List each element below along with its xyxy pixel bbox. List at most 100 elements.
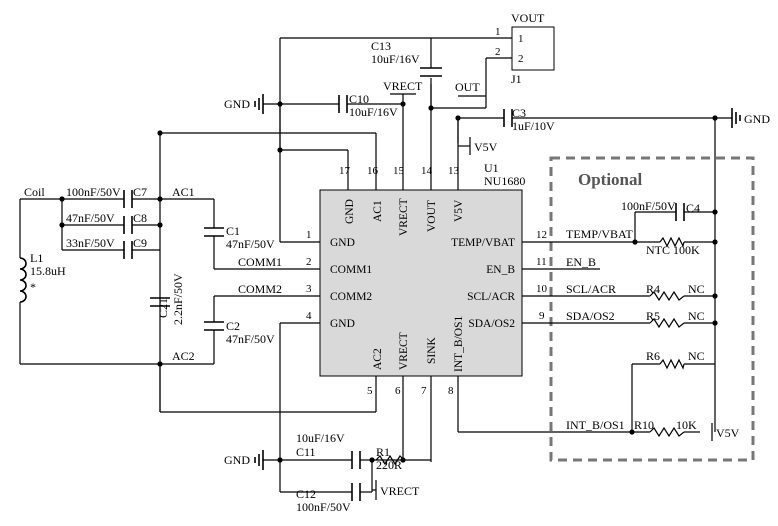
vrect-label-top: VRECT xyxy=(383,79,423,93)
r10-ref: R10 xyxy=(634,418,654,432)
gnd-label-top: GND xyxy=(224,97,250,111)
gnd-label-right: GND xyxy=(744,112,770,126)
pin12-num: 12 xyxy=(536,229,547,241)
pin11-name: EN_B xyxy=(486,264,515,276)
pin11-num: 11 xyxy=(536,256,547,268)
pin7-num: 7 xyxy=(421,385,427,397)
pin9-name: SDA/OS2 xyxy=(468,318,515,330)
c7-value: 100nF/50V xyxy=(66,185,121,199)
pin6-name: VRECT xyxy=(398,332,410,370)
c4-value: 100nF/50V xyxy=(621,199,676,213)
int-net-label: INT_B/OS1 xyxy=(566,418,625,432)
r10-value: 10K xyxy=(676,418,697,432)
ic-ref: U1 xyxy=(484,161,499,175)
r4-ref: R4 xyxy=(646,282,660,296)
pin8-name: INT_B/OS1 xyxy=(453,316,465,372)
ic-u1-body xyxy=(319,189,523,377)
pin5-num: 5 xyxy=(367,385,373,397)
gnd-rail xyxy=(279,104,348,151)
optional-box xyxy=(549,156,755,462)
l1-mark: * xyxy=(30,280,36,294)
ac2-label: AC2 xyxy=(172,349,195,363)
r5-ref: R5 xyxy=(646,309,660,323)
pin2-name: COMM1 xyxy=(330,264,372,276)
r1-value: 220R xyxy=(376,458,402,472)
c2-value: 47nF/50V xyxy=(226,332,275,346)
ac1-wiring xyxy=(19,132,376,413)
c13-ref: C13 xyxy=(371,39,391,53)
c2-ref: C2 xyxy=(226,319,240,333)
pin1-name: GND xyxy=(330,237,355,249)
c4-ref: C4 xyxy=(686,201,700,215)
connector-net: VOUT xyxy=(511,11,545,25)
r4-value: NC xyxy=(688,282,705,296)
bottom-wiring xyxy=(263,405,431,493)
l1-value: 15.8uH xyxy=(30,264,66,278)
c13-plates xyxy=(420,67,442,77)
c3-value: 1uF/10V xyxy=(512,119,555,133)
c3-ref: C3 xyxy=(512,106,526,120)
gnd-symbol-right xyxy=(731,108,741,128)
sda-net-label: SDA/OS2 xyxy=(566,309,615,323)
pin3-name: COMM2 xyxy=(330,291,372,303)
c3-plates xyxy=(503,109,513,127)
r4-resistor xyxy=(649,290,685,302)
c21-plates xyxy=(150,297,170,307)
pullup-wiring xyxy=(458,295,715,433)
connector-pin1: 1 xyxy=(518,33,524,45)
r5-value: NC xyxy=(688,309,705,323)
comm1-label: COMM1 xyxy=(238,255,282,269)
c8-ref: C8 xyxy=(133,211,147,225)
pin15-num: 15 xyxy=(393,165,405,177)
pin4-num: 4 xyxy=(306,310,312,322)
gnd-symbol-top xyxy=(254,94,264,114)
c13-value: 10uF/16V xyxy=(371,52,420,66)
r1-ref: R1 xyxy=(376,445,390,459)
out-label: OUT xyxy=(455,80,480,94)
pin5-name: AC2 xyxy=(372,348,384,370)
ntc-label: NTC 100K xyxy=(646,243,700,257)
connector-wire1: 1 xyxy=(495,26,501,38)
connector-wire2: 2 xyxy=(495,46,501,58)
connector-j1 xyxy=(511,26,555,71)
r6-ref: R6 xyxy=(646,349,660,363)
c10-plates xyxy=(338,95,348,113)
pin6-num: 6 xyxy=(395,385,401,397)
c21-ref: C21 xyxy=(156,298,170,318)
c21-value: 2.2nF/50V xyxy=(171,273,185,325)
ntc-resistor xyxy=(659,236,685,248)
pin7-name: SINK xyxy=(426,336,438,364)
pin15-name: VRECT xyxy=(398,198,410,236)
connector-pin2: 2 xyxy=(518,53,524,65)
c12-value: 100nF/50V xyxy=(296,500,351,514)
c1-ref: C1 xyxy=(226,224,240,238)
v5v-label-right: V5V xyxy=(716,426,740,440)
vrect-label-bottom: VRECT xyxy=(380,484,420,498)
r6-resistor xyxy=(659,358,685,370)
pin2-num: 2 xyxy=(306,256,312,268)
ac1-label: AC1 xyxy=(172,185,195,199)
optional-label: Optional xyxy=(578,170,643,189)
c10-ref: C10 xyxy=(349,92,369,106)
pin3-num: 3 xyxy=(306,283,312,295)
c4-plates xyxy=(675,203,685,221)
c11-c12-plates xyxy=(351,451,361,501)
c9-ref: C9 xyxy=(133,236,147,250)
c11-value: 10uF/16V xyxy=(296,431,345,445)
c12-ref: C12 xyxy=(296,487,316,501)
r5-resistor xyxy=(649,317,685,329)
c3-wiring xyxy=(457,117,732,432)
pin17-name: GND xyxy=(344,199,356,224)
pin14-name: VOUT xyxy=(426,200,438,232)
c4-ntc-wiring xyxy=(634,211,715,243)
pin8-num: 8 xyxy=(448,385,454,397)
pin4-name: GND xyxy=(330,318,355,330)
pin12-name: TEMP/VBAT xyxy=(451,237,515,249)
pin1-num: 1 xyxy=(306,229,312,241)
l1-ref: L1 xyxy=(30,251,43,265)
pin16-num: 16 xyxy=(367,165,379,177)
coil-cap-plates xyxy=(123,190,133,259)
gnd-label-bottom: GND xyxy=(224,453,250,467)
